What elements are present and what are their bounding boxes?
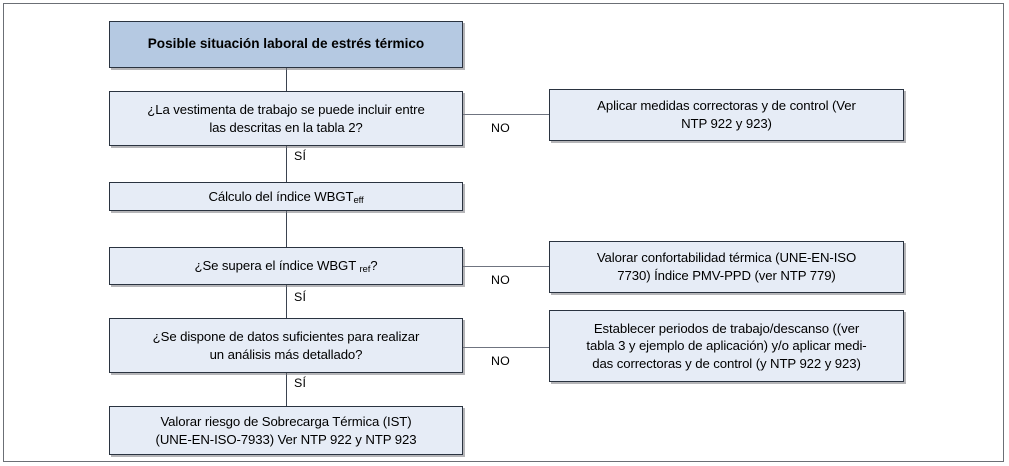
node-action-corrective-measures: Aplicar medidas correctoras y de control… bbox=[549, 89, 904, 141]
a3-line3: das correctoras y de control (y NTP 922 … bbox=[592, 355, 861, 371]
node-title-text: Posible situación laboral de estrés térm… bbox=[147, 36, 425, 52]
a3-line2: tabla 3 y ejemplo de aplicación) y/o apl… bbox=[586, 338, 867, 354]
a1-line1: Aplicar medidas correctoras y de control… bbox=[597, 98, 856, 114]
calc-subscript: eff bbox=[353, 194, 364, 206]
edge-label-si-3: SÍ bbox=[294, 376, 307, 390]
node-calculate-wbgt-eff: Cálculo del índice WBGTeff bbox=[109, 182, 463, 211]
connector-q3-to-a3 bbox=[463, 347, 549, 349]
q2-suffix: ? bbox=[370, 258, 378, 274]
connector-q2-to-q3 bbox=[286, 285, 288, 321]
a1-line2: NTP 922 y 923) bbox=[681, 116, 772, 131]
edge-label-no-3: NO bbox=[491, 354, 510, 368]
edge-label-no-2: NO bbox=[491, 273, 510, 287]
node-final-assess-ist: Valorar riesgo de Sobrecarga Térmica (IS… bbox=[109, 406, 463, 455]
connector-q3-to-final bbox=[286, 373, 288, 406]
q1-line2: las descritas en la tabla 2? bbox=[209, 119, 363, 135]
node-action-work-rest-periods: Establecer periodos de trabajo/descanso … bbox=[549, 310, 904, 382]
node-title-heat-stress: Posible situación laboral de estrés térm… bbox=[109, 21, 463, 68]
final-line2: (UNE-EN-ISO-7933) Ver NTP 922 y NTP 923 bbox=[155, 431, 417, 447]
diagram-frame: SÍ SÍ SÍ NO NO NO Posible situación labo… bbox=[3, 3, 1004, 462]
node-question-clothing-text: ¿La vestimenta de trabajo se puede inclu… bbox=[118, 101, 454, 136]
connector-q1-to-a1 bbox=[463, 114, 549, 116]
edge-label-si-2: SÍ bbox=[294, 290, 307, 304]
q1-line1: ¿La vestimenta de trabajo se puede inclu… bbox=[147, 101, 425, 117]
edge-label-si-1: SÍ bbox=[294, 149, 307, 163]
node-question-sufficient-data: ¿Se dispone de datos suficientes para re… bbox=[109, 318, 463, 373]
q2-prefix: ¿Se supera el índice WBGT bbox=[194, 258, 360, 274]
node-action-thermal-comfort-text: Valorar confortabilidad térmica (UNE-EN-… bbox=[558, 249, 895, 284]
a2-line1: Valorar confortabilidad térmica (UNE-EN-… bbox=[596, 250, 857, 266]
node-question-clothing: ¿La vestimenta de trabajo se puede inclu… bbox=[109, 91, 463, 146]
node-question-sufficient-data-text: ¿Se dispone de datos suficientes para re… bbox=[118, 328, 454, 363]
connector-q1-to-calc bbox=[286, 146, 288, 182]
node-calculate-wbgt-eff-text: Cálculo del índice WBGTeff bbox=[118, 188, 454, 206]
node-final-assess-ist-text: Valorar riesgo de Sobrecarga Térmica (IS… bbox=[118, 413, 454, 448]
connector-calc-to-q2 bbox=[286, 211, 288, 247]
a2-line2: 7730) Índice PMV-PPD (ver NTP 779) bbox=[617, 268, 836, 283]
final-line1: Valorar riesgo de Sobrecarga Térmica (IS… bbox=[160, 413, 412, 429]
connector-header-to-q1 bbox=[286, 68, 288, 91]
node-question-wbgt-ref: ¿Se supera el índice WBGT ref? bbox=[109, 247, 463, 285]
edge-label-no-1: NO bbox=[491, 121, 510, 135]
calc-prefix: Cálculo del índice WBGT bbox=[208, 188, 354, 204]
node-action-work-rest-periods-text: Establecer periodos de trabajo/descanso … bbox=[558, 320, 895, 373]
q3-line1: ¿Se dispone de datos suficientes para re… bbox=[152, 328, 420, 344]
node-question-wbgt-ref-text: ¿Se supera el índice WBGT ref? bbox=[118, 257, 454, 275]
node-action-thermal-comfort: Valorar confortabilidad térmica (UNE-EN-… bbox=[549, 241, 904, 293]
a3-line1: Establecer periodos de trabajo/descanso … bbox=[593, 320, 860, 336]
connector-q2-to-a2 bbox=[463, 266, 549, 268]
q3-line2: un análisis más detallado? bbox=[209, 346, 363, 362]
q2-subscript: ref bbox=[359, 264, 371, 276]
node-action-corrective-measures-text: Aplicar medidas correctoras y de control… bbox=[558, 97, 895, 132]
